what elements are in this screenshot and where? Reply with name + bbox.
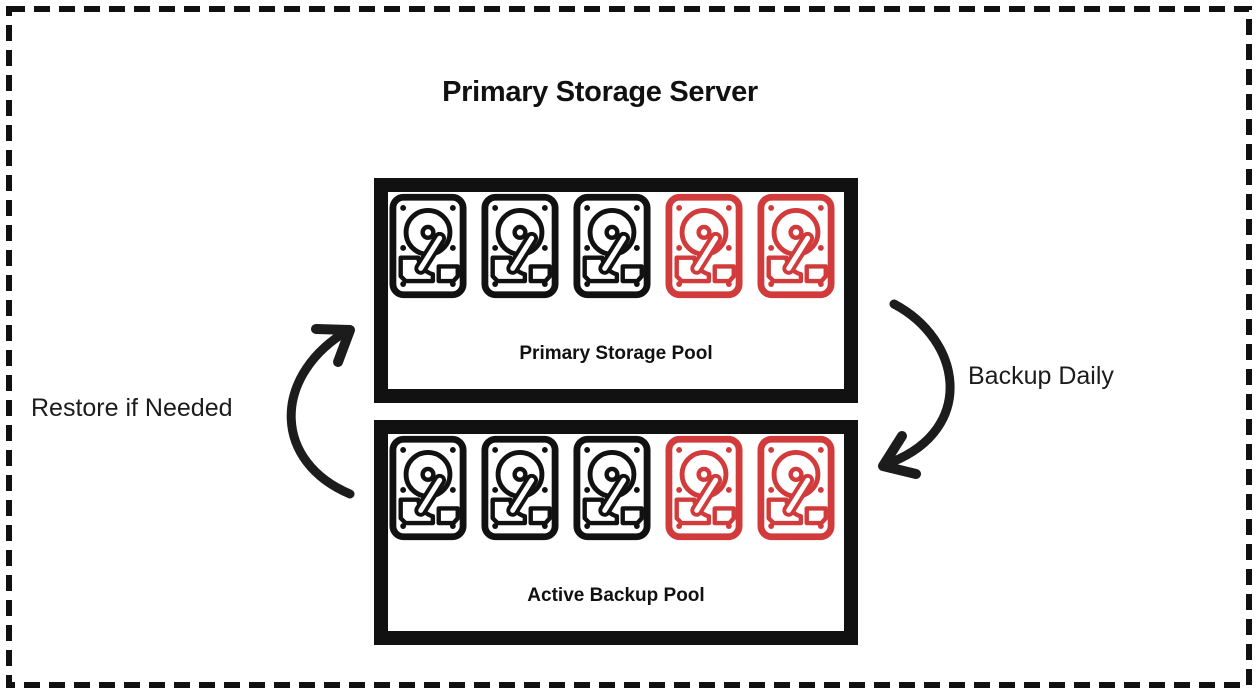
hdd-icon-black <box>573 193 651 299</box>
primary-pool-label: Primary Storage Pool <box>519 343 713 364</box>
active-backup-pool-box: Active Backup Pool <box>374 420 858 645</box>
restore-if-needed-label: Restore if Needed <box>31 394 233 422</box>
page-title: Primary Storage Server <box>442 76 758 108</box>
hdd-icon-black <box>389 193 467 299</box>
hdd-icon-red <box>757 193 835 299</box>
backup-pool-label: Active Backup Pool <box>527 585 705 606</box>
hdd-icon-black <box>481 435 559 541</box>
primary-storage-pool-box: Primary Storage Pool <box>374 178 858 403</box>
hdd-icon-black <box>481 193 559 299</box>
hdd-icon-black <box>573 435 651 541</box>
backup-daily-label: Backup Daily <box>968 362 1114 390</box>
hdd-icon-red <box>757 435 835 541</box>
backup-daily-arrow-icon <box>878 299 955 479</box>
hdd-icon-red <box>665 193 743 299</box>
hdd-icon-black <box>389 435 467 541</box>
primary-pool-drive-row <box>388 192 844 299</box>
backup-pool-drive-row <box>388 434 844 541</box>
hdd-icon-red <box>665 435 743 541</box>
